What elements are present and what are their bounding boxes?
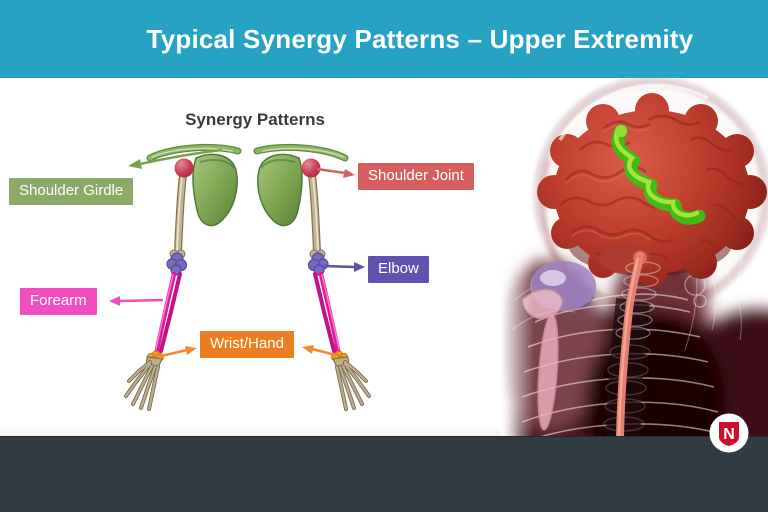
elbow-arrow (323, 262, 365, 272)
arm-skeletons-illustration (109, 144, 371, 411)
shoulder-joint-arrow (316, 167, 355, 178)
label-forearm: Forearm (20, 288, 97, 315)
spinal-cord (603, 251, 661, 437)
left-hand (124, 360, 160, 411)
shield-n-icon: N (709, 413, 749, 453)
brain (537, 83, 767, 287)
left-arm-skeleton (124, 144, 242, 411)
right-arm-skeleton (253, 144, 371, 411)
page-title: Typical Synergy Patterns – Upper Extremi… (146, 23, 694, 54)
annotation-arrows (109, 148, 365, 359)
content-bottom-shadow (0, 426, 768, 436)
svg-text:N: N (723, 426, 735, 443)
forearm-arrow (109, 296, 164, 306)
wrist-hand-arrow-left (156, 346, 197, 359)
slide-footer (0, 436, 768, 512)
label-wrist-hand: Wrist/Hand (200, 331, 294, 358)
motor-cortex-highlight (611, 124, 706, 225)
label-elbow: Elbow (368, 256, 429, 283)
brain-body-illustration (500, 78, 768, 437)
university-shield-logo: N (709, 413, 749, 453)
slide-header: Typical Synergy Patterns – Upper Extremi… (0, 0, 768, 78)
right-hand (335, 360, 371, 411)
right-elbow-joint (307, 252, 329, 276)
wrist-hand-arrow-right (302, 345, 337, 357)
label-shoulder-joint: Shoulder Joint (358, 163, 474, 190)
shoulder-girdle-arrow (128, 148, 223, 169)
diagram-heading: Synergy Patterns (185, 110, 325, 129)
label-shoulder-girdle: Shoulder Girdle (9, 178, 134, 205)
